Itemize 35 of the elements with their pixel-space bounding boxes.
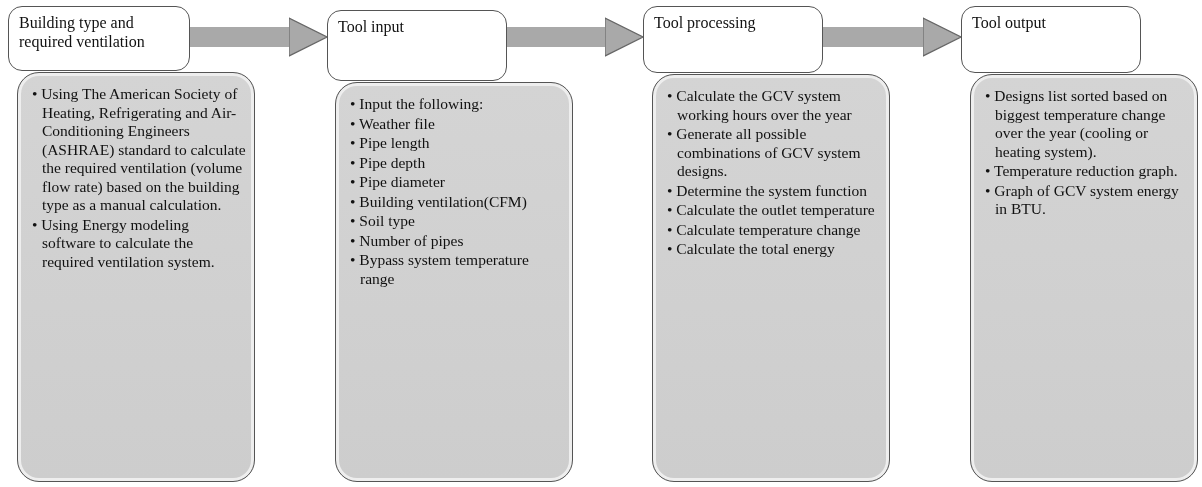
header-text: Building type and required ventilation <box>19 13 146 51</box>
header-text: Tool processing <box>654 13 757 32</box>
header-box <box>643 6 823 73</box>
bullet-text: • Soil type <box>350 212 416 231</box>
block-arrow <box>190 17 328 57</box>
bullet-text: • Calculate the GCV system working hours over the year <box>667 87 853 124</box>
bullet-text: • Number of pipes <box>350 231 465 250</box>
bullet-text: • Graph of GCV system energy in BTU. <box>985 181 1180 219</box>
bullet-text: • Weather file <box>350 114 436 133</box>
header-box <box>961 6 1141 73</box>
block-arrow <box>823 17 962 57</box>
bullet-text: • Temperature reduction graph. <box>985 162 1179 181</box>
content-box <box>970 74 1198 482</box>
content-box <box>335 82 573 482</box>
bullet-text: • Bypass system temperature range <box>350 251 530 288</box>
bullet-text: • Building ventilation(CFM) <box>350 192 528 211</box>
bullet-text: • Pipe length <box>350 134 431 153</box>
header-text: Tool output <box>972 13 1047 32</box>
bullet-text: • Calculate the total energy <box>667 240 836 259</box>
bullet-text: • Using Energy modeling software to calculate the required ventilation system. <box>32 215 216 271</box>
content-box <box>17 72 255 482</box>
bullet-text: • Pipe diameter <box>350 173 446 192</box>
header-box <box>8 6 190 71</box>
bullet-text: • Generate all possible combinations of GCV system designs. <box>667 125 862 181</box>
bullet-text: • Using The American Society of Heating, Refrigerating and Air-Conditioning Engineers (ASHRAE) standard to calculate the required ventilation (volume flow rate) based on the building type as a manual calculation. <box>32 85 246 215</box>
block-arrow <box>507 17 644 57</box>
header-text: Tool input <box>338 17 405 36</box>
bullet-text: • Pipe depth <box>350 153 427 172</box>
bullet-text: • Input the following: <box>350 95 485 114</box>
bullet-text: • Calculate the outlet temperature <box>667 201 876 220</box>
bullet-text: • Calculate temperature change <box>667 220 862 239</box>
bullet-text: • Designs list sorted based on biggest temperature change over the year (cooling or heating system). <box>985 87 1169 161</box>
bullet-text: • Determine the system function <box>667 181 868 200</box>
content-box <box>652 74 890 482</box>
header-box <box>327 10 507 81</box>
